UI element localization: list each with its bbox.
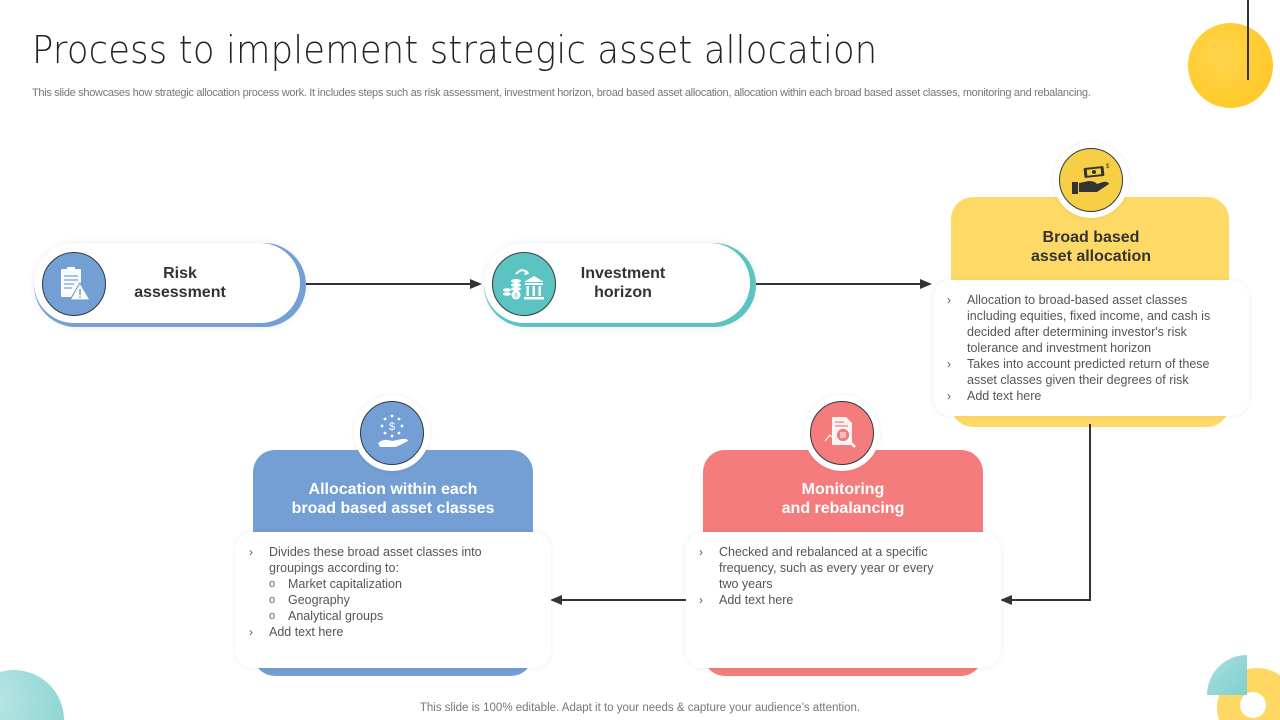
clipboard-warning-icon	[42, 252, 106, 316]
bullet-list: Divides these broad asset classes into g…	[249, 544, 537, 640]
card-body: Allocation to broad-based asset classes …	[933, 280, 1249, 416]
step-monitoring-rebalancing: Monitoring and rebalancing Checked and r…	[685, 395, 1001, 678]
icon-wrapper: $	[1053, 142, 1129, 218]
decorative-teal-quarter	[1207, 655, 1247, 695]
arrow-line	[756, 283, 922, 285]
bullet-item: Checked and rebalanced at a specific fre…	[699, 544, 987, 592]
arrow-line	[1010, 599, 1091, 601]
sub-bullet-list: Market capitalization Geography Analytic…	[269, 576, 497, 624]
step-label: Risk assessment	[134, 265, 226, 301]
decorative-yellow-circle	[1188, 23, 1273, 108]
bullet-item: Divides these broad asset classes into g…	[249, 544, 537, 624]
decorative-vertical-line	[1247, 0, 1249, 80]
bullet-item: Add text here	[699, 592, 987, 608]
svg-text:$: $	[514, 294, 518, 300]
bullet-item: Takes into account predicted return of t…	[947, 356, 1235, 388]
arrow-head-right	[920, 279, 932, 289]
icon-wrapper: $	[354, 395, 430, 471]
card-title: Broad based asset allocation	[1030, 229, 1152, 265]
svg-text:$: $	[389, 421, 395, 433]
step-label: Investment horizon	[580, 265, 666, 301]
coins-bank-icon: $	[492, 252, 556, 316]
bullet-item: Add text here	[947, 388, 1235, 404]
page-title: Process to implement strategic asset all…	[32, 28, 878, 72]
hand-dollar-icon: $	[360, 401, 424, 465]
arrow-head-left	[550, 595, 562, 605]
sub-bullet-item: Analytical groups	[269, 608, 497, 624]
step-broad-based-allocation: Broad based asset allocation $ Allocatio…	[933, 142, 1249, 427]
card-title: Monitoring and rebalancing	[781, 481, 905, 517]
card-body: Divides these broad asset classes into g…	[235, 532, 551, 668]
sub-bullet-item: Market capitalization	[269, 576, 497, 592]
bullet-item: Add text here	[249, 624, 537, 640]
card-body: Checked and rebalanced at a specific fre…	[685, 532, 1001, 668]
bullet-list: Checked and rebalanced at a specific fre…	[699, 544, 987, 608]
bullet-list: Allocation to broad-based asset classes …	[947, 292, 1235, 404]
card-title: Allocation within each broad based asset…	[291, 481, 495, 517]
arrow-line	[306, 283, 472, 285]
footer-note: This slide is 100% editable. Adapt it to…	[419, 702, 861, 714]
sub-bullet-item: Geography	[269, 592, 497, 608]
decorative-ring-hole	[1240, 692, 1266, 718]
step-investment-horizon: $ Investment horizon	[484, 243, 756, 327]
arrow-line-vertical	[1089, 424, 1091, 601]
hand-money-icon: $	[1059, 148, 1123, 212]
arrow-head-left	[1000, 595, 1012, 605]
step-risk-assessment: Risk assessment	[34, 243, 306, 327]
bullet-item: Allocation to broad-based asset classes …	[947, 292, 1235, 356]
icon-wrapper	[804, 395, 880, 471]
arrow-line	[560, 599, 686, 601]
arrow-head-right	[470, 279, 482, 289]
document-analysis-icon	[810, 401, 874, 465]
svg-text:$: $	[1106, 164, 1110, 170]
page-subtitle: This slide showcases how strategic alloc…	[32, 87, 1091, 99]
bullet-text: Divides these broad asset classes into g…	[269, 545, 482, 575]
step-allocation-within-classes: Allocation within each broad based asset…	[235, 395, 551, 678]
